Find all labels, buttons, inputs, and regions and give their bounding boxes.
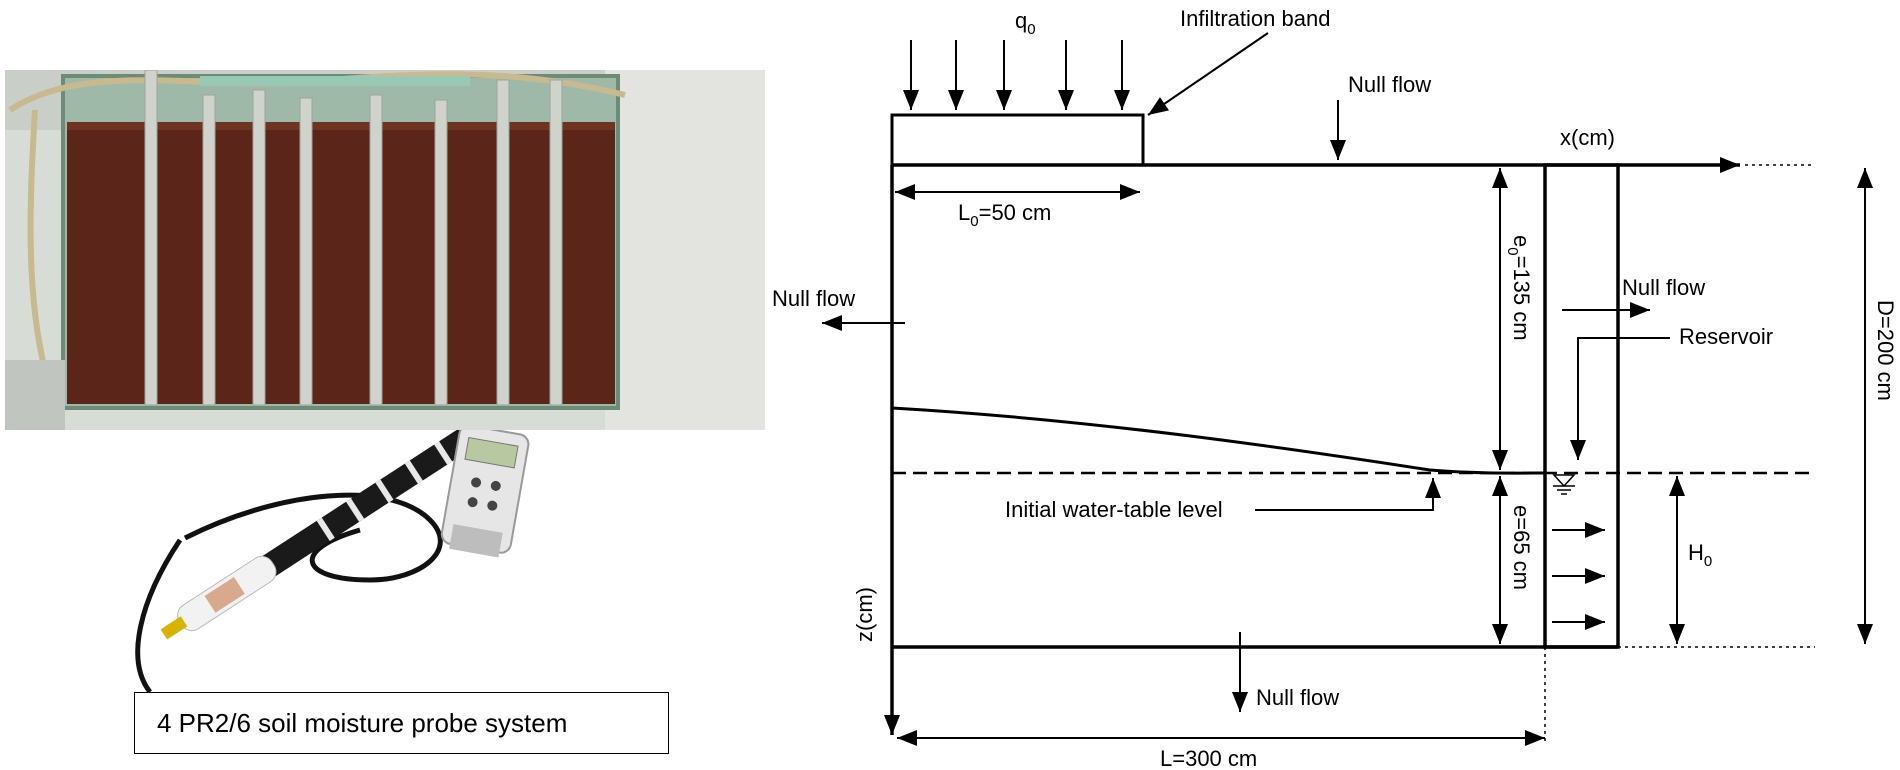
e-label: e=65 cm xyxy=(1509,505,1534,590)
reservoir-label: Reservoir xyxy=(1679,324,1773,349)
q0-label: q0 xyxy=(1015,8,1036,38)
reservoir-pointer xyxy=(1570,337,1670,460)
initial-water-table-label: Initial water-table level xyxy=(1005,497,1223,522)
null-flow-left-label: Null flow xyxy=(772,286,855,311)
x-axis-label: x(cm) xyxy=(1560,125,1615,150)
soil-moisture-probe-illustration xyxy=(130,394,720,765)
d-label: D=200 cm xyxy=(1873,300,1898,401)
l0-label: L0=50 cm xyxy=(958,200,1051,230)
reservoir xyxy=(1543,163,1620,649)
h0-label: H0 xyxy=(1688,540,1712,570)
infiltration-band-pointer xyxy=(1147,32,1269,116)
null-flow-top-label: Null flow xyxy=(1348,72,1431,97)
water-surface-symbol-icon xyxy=(1552,474,1576,495)
infiltration-band-label: Infiltration band xyxy=(1180,6,1330,31)
reservoir-outflow-arrows xyxy=(1552,522,1605,630)
infiltration-band xyxy=(890,113,1145,167)
soil-tank-photo xyxy=(5,70,765,430)
initial-water-table-pointer xyxy=(1255,478,1441,511)
l-label: L=300 cm xyxy=(1160,746,1257,769)
probe-caption: 4 PR2/6 soil moisture probe system xyxy=(134,692,669,754)
z-axis-label: z(cm) xyxy=(852,587,877,642)
null-flow-bottom-label: Null flow xyxy=(1256,685,1339,710)
e0-label: e0=135 cm xyxy=(1504,235,1534,341)
q0-arrows xyxy=(903,40,1130,110)
null-flow-right-label: Null flow xyxy=(1622,275,1705,300)
water-table-curve xyxy=(891,406,1546,475)
